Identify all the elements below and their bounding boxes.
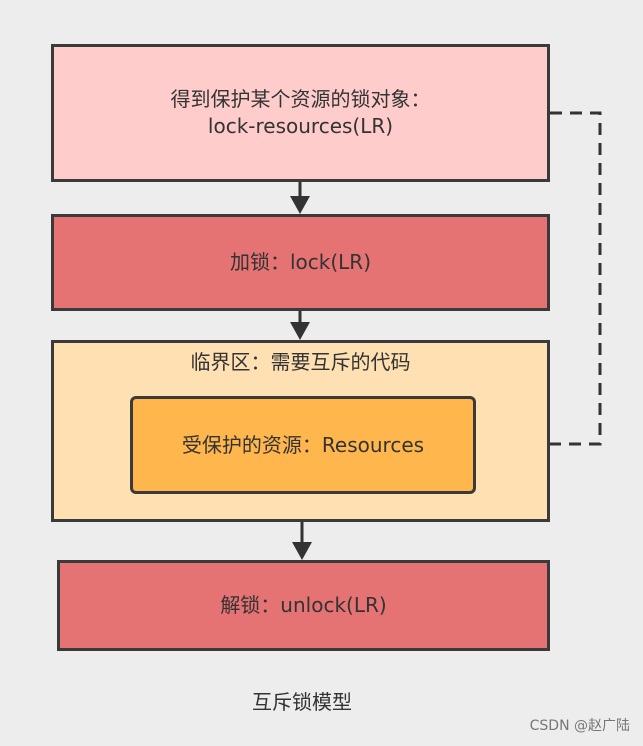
diagram-caption: 互斥锁模型	[252, 690, 352, 714]
edge-acquire-to-lock	[290, 182, 310, 214]
edge-lock-to-critical	[290, 311, 310, 340]
protected-resource-node: 受保护的资源：Resources	[130, 396, 476, 494]
lock-label: 加锁：lock(LR)	[229, 250, 371, 274]
unlock-label: 解锁：unlock(LR)	[220, 593, 387, 617]
watermark: CSDN @赵广陆	[529, 718, 630, 734]
unlock-node: 解锁：unlock(LR)	[57, 560, 550, 651]
edge-critical-to-unlock	[292, 522, 312, 560]
acquire-lock-object-label: 得到保护某个资源的锁对象： lock-resources(LR)	[170, 87, 431, 138]
critical-section-label: 临界区：需要互斥的代码	[190, 350, 411, 374]
acquire-lock-object-node: 得到保护某个资源的锁对象： lock-resources(LR)	[51, 44, 550, 182]
protected-resource-label: 受保护的资源：Resources	[181, 432, 425, 457]
lock-node: 加锁：lock(LR)	[51, 214, 550, 311]
